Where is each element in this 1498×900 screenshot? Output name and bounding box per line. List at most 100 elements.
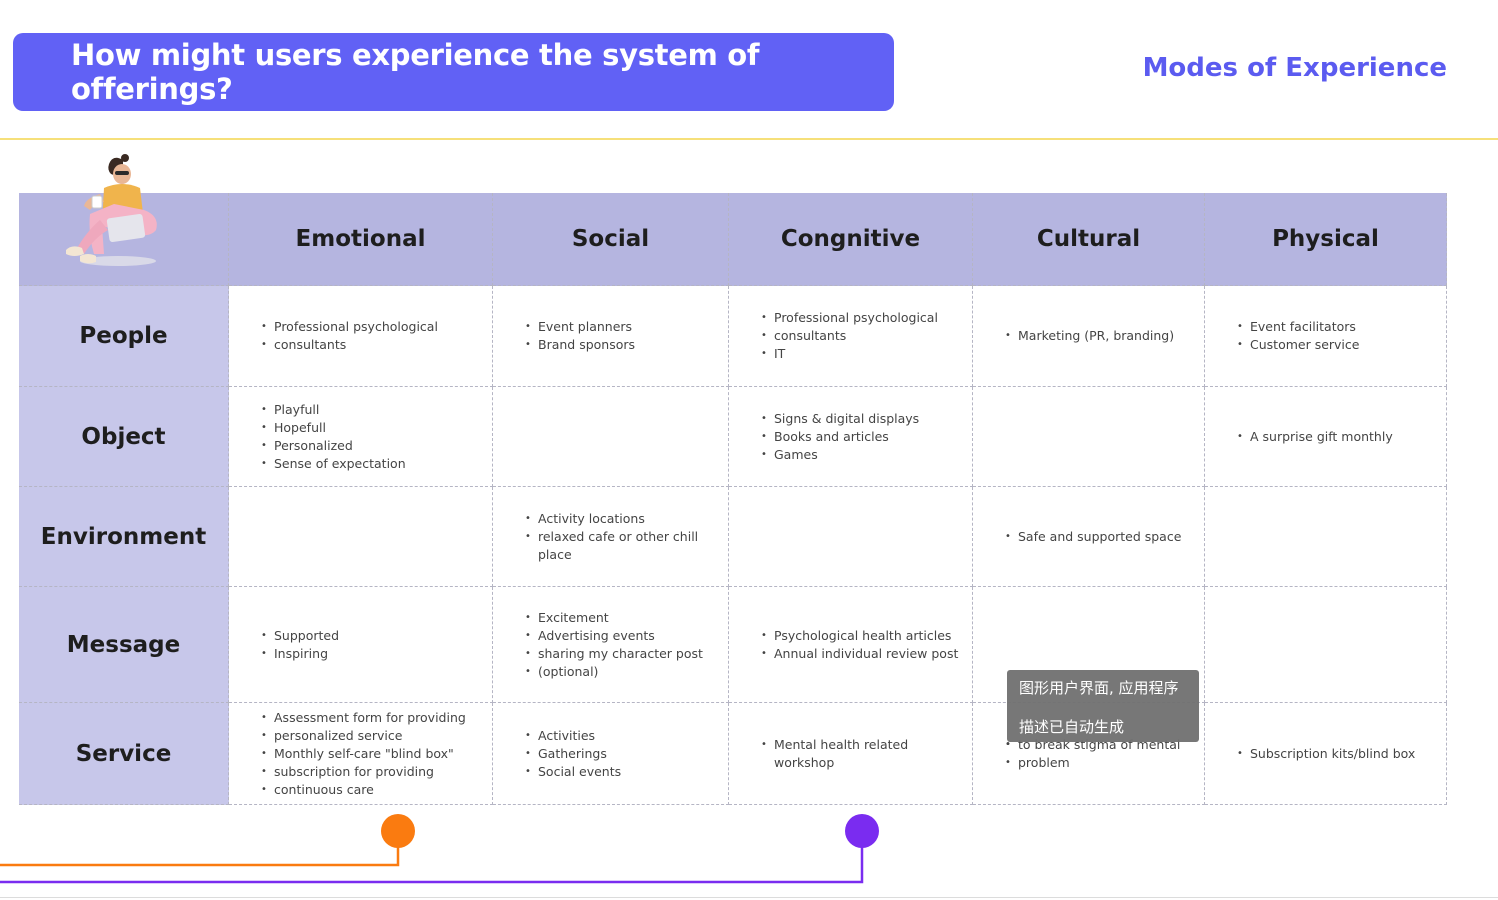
column-header: Physical <box>1205 193 1447 286</box>
row-header: People <box>19 286 229 387</box>
page-title: How might users experience the system of… <box>71 38 760 106</box>
bullet-item: personalized service <box>261 727 466 745</box>
grid-cell: PlayfullHopefullPersonalizedSense of exp… <box>229 387 493 487</box>
bullet-item: Games <box>761 446 919 464</box>
tooltip-line-1: 图形用户界面, 应用程序 <box>1019 679 1179 697</box>
bullet-item: Activities <box>525 727 621 745</box>
bullet-list: Event plannersBrand sponsors <box>493 318 635 354</box>
grid-cell: Signs & digital displaysBooks and articl… <box>729 387 973 487</box>
row-header: Message <box>19 587 229 703</box>
bullet-item: Hopefull <box>261 419 406 437</box>
bullet-item: sharing my character post <box>525 645 703 663</box>
grid-cell: ExcitementAdvertising eventssharing my c… <box>493 587 729 703</box>
bullet-item: A surprise gift monthly <box>1237 428 1393 446</box>
bullet-item: (optional) <box>525 663 703 681</box>
bullet-list: PlayfullHopefullPersonalizedSense of exp… <box>229 401 406 473</box>
grid-cell: Professional psychologicalconsultants <box>229 286 493 387</box>
section-divider <box>0 138 1498 140</box>
bullet-item: Professional psychological <box>261 318 438 336</box>
bullet-list: ActivitiesGatheringsSocial events <box>493 727 621 781</box>
bullet-item: Supported <box>261 627 339 645</box>
bullet-list: SupportedInspiring <box>229 627 339 663</box>
column-header: Congnitive <box>729 193 973 286</box>
purple-node <box>845 814 879 848</box>
bullet-item: Event planners <box>525 318 635 336</box>
row-header: Service <box>19 703 229 805</box>
grid-cell: Professional psychologicalconsultantsIT <box>729 286 973 387</box>
bullet-item: Playfull <box>261 401 406 419</box>
grid-cell: A surprise gift monthly <box>1205 387 1447 487</box>
row-header-label: People <box>79 323 168 349</box>
column-header: Social <box>493 193 729 286</box>
grid-cell: SupportedInspiring <box>229 587 493 703</box>
bullet-item: Brand sponsors <box>525 336 635 354</box>
bullet-item: Monthly self-care "blind box" <box>261 745 466 763</box>
bullet-item: Sense of expectation <box>261 455 406 473</box>
grid-cell <box>493 387 729 487</box>
bullet-item: Professional psychological <box>761 309 938 327</box>
woman-with-laptop-icon <box>66 154 157 266</box>
modes-label: Modes of Experience <box>1142 53 1447 83</box>
row-header-label: Object <box>81 423 166 450</box>
bullet-list: Professional psychologicalconsultants <box>229 318 438 354</box>
row-header: Environment <box>19 487 229 587</box>
bullet-item: Customer service <box>1237 336 1360 354</box>
bullet-list: Professional psychologicalconsultantsIT <box>729 309 938 363</box>
bullet-list: Psychological health articlesAnnual indi… <box>729 627 958 663</box>
bullet-list: A surprise gift monthly <box>1205 428 1393 446</box>
title-banner: How might users experience the system of… <box>13 33 894 111</box>
grid-cell: Psychological health articlesAnnual indi… <box>729 587 973 703</box>
purple-connector-line <box>0 831 864 884</box>
bullet-list: Assessment form for providingpersonalize… <box>229 709 466 799</box>
bullet-list: Marketing (PR, branding) <box>973 327 1174 345</box>
bullet-item: Excitement <box>525 609 703 627</box>
bullet-item: Assessment form for providing <box>261 709 466 727</box>
bullet-item: Psychological health articles <box>761 627 958 645</box>
bullet-item: Books and articles <box>761 428 919 446</box>
bullet-list: Signs & digital displaysBooks and articl… <box>729 410 919 464</box>
bullet-item: Mental health related workshop <box>761 736 972 772</box>
grid-cell <box>729 487 973 587</box>
bullet-item: Subscription kits/blind box <box>1237 745 1415 763</box>
bullet-item: problem <box>1005 754 1180 772</box>
grid-cell: Marketing (PR, branding) <box>973 286 1205 387</box>
grid-cell <box>229 487 493 587</box>
bullet-item: Gatherings <box>525 745 621 763</box>
alt-text-tooltip: 图形用户界面, 应用程序 描述已自动生成 <box>1007 670 1199 742</box>
bullet-item: continuous care <box>261 781 466 799</box>
grid-cell: Event facilitatorsCustomer service <box>1205 286 1447 387</box>
bullet-item: subscription for providing <box>261 763 466 781</box>
bullet-list: ExcitementAdvertising eventssharing my c… <box>493 609 703 681</box>
bullet-item: IT <box>761 345 938 363</box>
bullet-item: consultants <box>261 336 438 354</box>
row-header-label: Service <box>75 740 172 767</box>
bullet-item: Marketing (PR, branding) <box>1005 327 1174 345</box>
column-header: Emotional <box>229 193 493 286</box>
row-header-label: Message <box>66 631 181 658</box>
bullet-item: Signs & digital displays <box>761 410 919 428</box>
bullet-item: Activity locations <box>525 510 728 528</box>
column-header-label: Cultural <box>1036 226 1141 252</box>
grid-cell <box>1205 487 1447 587</box>
grid-cell: Event plannersBrand sponsors <box>493 286 729 387</box>
bullet-item: Social events <box>525 763 621 781</box>
grid-cell: Safe and supported space <box>973 487 1205 587</box>
bullet-list: Mental health related workshop <box>729 736 972 772</box>
bullet-item: Inspiring <box>261 645 339 663</box>
bottom-divider <box>0 897 1498 898</box>
bullet-list: Event facilitatorsCustomer service <box>1205 318 1360 354</box>
orange-node <box>381 814 415 848</box>
grid-cell: Subscription kits/blind box <box>1205 703 1447 805</box>
grid-cell: Assessment form for providingpersonalize… <box>229 703 493 805</box>
grid-cell <box>973 387 1205 487</box>
grid-cell: Activity locationsrelaxed cafe or other … <box>493 487 729 587</box>
bullet-list: Activity locationsrelaxed cafe or other … <box>493 510 728 564</box>
bullet-item: relaxed cafe or other chill place <box>525 528 728 564</box>
column-header-label: Emotional <box>295 226 426 252</box>
column-header-label: Physical <box>1272 226 1379 252</box>
bullet-item: Advertising events <box>525 627 703 645</box>
tooltip-line-2: 描述已自动生成 <box>1019 718 1125 736</box>
grid-cell: ActivitiesGatheringsSocial events <box>493 703 729 805</box>
bullet-item: Event facilitators <box>1237 318 1359 336</box>
bullet-item: Personalized <box>261 437 406 455</box>
